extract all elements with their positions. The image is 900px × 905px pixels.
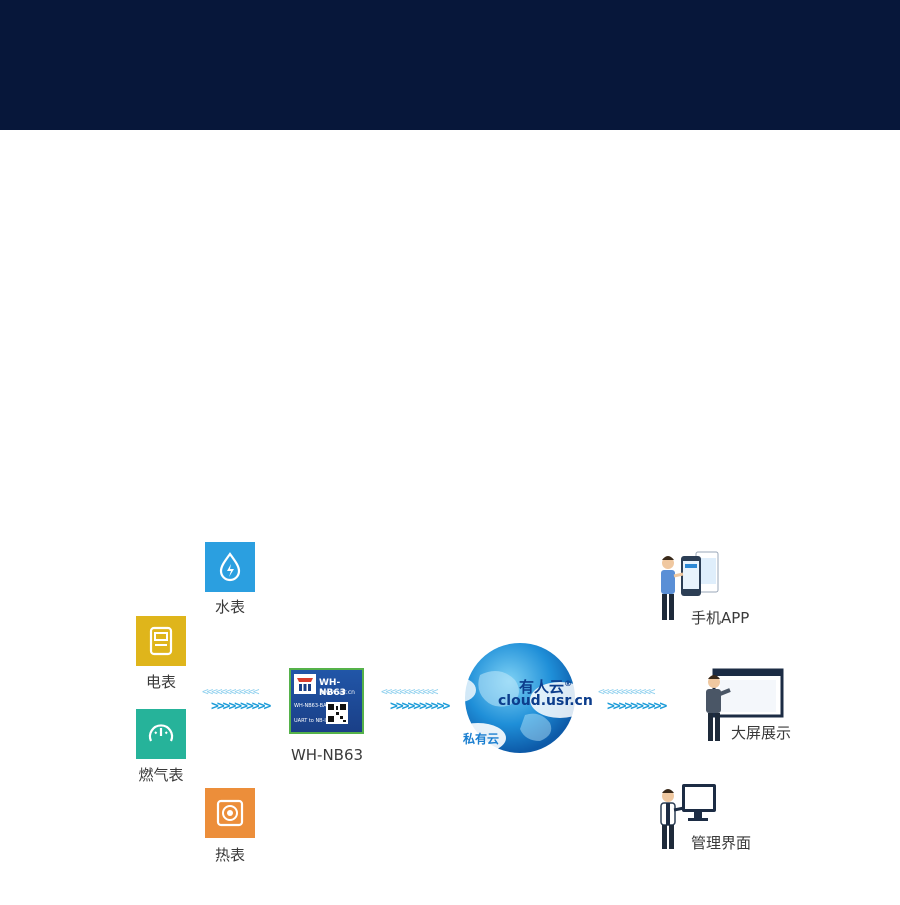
chip-desc: UART to NB-IoT <box>294 718 333 724</box>
water-drop-icon <box>219 552 241 582</box>
module-name-label: WH-NB63 <box>290 746 364 764</box>
uplink-arrows-2: <<<<<<<<<<<< <box>381 685 439 698</box>
downlink-arrows-2: >>>>>>>>>> <box>390 699 450 714</box>
electric-meter-label: 电表 <box>145 673 176 691</box>
electric-meter-tile <box>136 616 186 666</box>
admin-label: 管理界面 <box>691 834 752 852</box>
screen-label: 大屏展示 <box>731 724 792 742</box>
monitor-user-icon <box>660 784 716 849</box>
electric-meter-icon <box>149 626 173 656</box>
gas-meter-tile <box>136 709 186 759</box>
downlink-arrows-3: >>>>>>>>>> <box>607 699 667 714</box>
presenter-screen-icon <box>706 668 784 741</box>
cloud-brand-name: 有人云 <box>519 678 565 696</box>
header-banner <box>0 0 900 130</box>
chip-site: www.usr.cn <box>321 689 355 696</box>
app-label: 手机APP <box>691 609 750 627</box>
cloud-domain: cloud.usr.cn <box>498 693 593 709</box>
smartphone-user-icon <box>661 551 719 620</box>
water-meter-tile <box>205 542 255 592</box>
gas-meter-label: 燃气表 <box>138 766 184 784</box>
water-meter-label: 水表 <box>214 598 245 616</box>
qr-code-icon <box>326 702 348 724</box>
usr-logo-icon <box>294 674 316 694</box>
cloud-globe-icon <box>444 643 590 753</box>
uplink-arrows-3: <<<<<<<<<<<< <box>598 685 656 698</box>
private-cloud-label: 私有云 <box>463 732 500 746</box>
chip-model: WH-NB63-BA <box>294 703 327 709</box>
registered-mark: ® <box>564 679 573 688</box>
nb63-module-chip: WH-NB63 www.usr.cn WH-NB63-BA UART to NB… <box>289 668 364 734</box>
heat-meter-label: 热表 <box>214 846 245 864</box>
uplink-arrows-1: <<<<<<<<<<<< <box>202 685 260 698</box>
cloud-brand: 有人云® <box>519 676 572 697</box>
downlink-arrows-1: >>>>>>>>>> <box>211 699 271 714</box>
heat-meter-tile <box>205 788 255 838</box>
chip-title: WH-NB63 <box>319 678 346 698</box>
heat-dial-icon <box>216 799 244 827</box>
gauge-icon <box>148 724 174 742</box>
